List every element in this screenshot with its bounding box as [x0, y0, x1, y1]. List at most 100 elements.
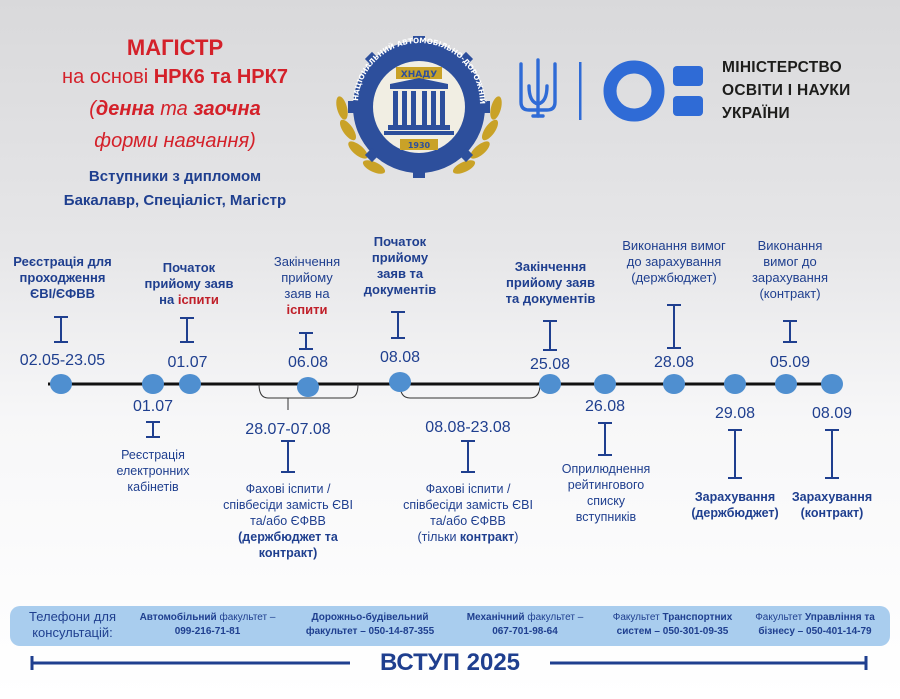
event-ranking-list: Оприлюднення рейтингового списку вступни…: [553, 461, 659, 525]
event-text: Закінчення: [273, 254, 341, 269]
event-text: вимог до: [763, 254, 817, 269]
event-text: прийому заяв: [506, 275, 595, 290]
header-and: та: [154, 98, 194, 120]
event-text-part: ): [514, 530, 519, 544]
event-text: Зарахування: [694, 490, 776, 504]
contact-transport-faculty[interactable]: Факультет Транспортних систем – 050-301-…: [600, 611, 745, 639]
event-exams-budget-contract: Фахові іспити / співбесіди замість ЄВІ т…: [213, 481, 363, 561]
event-text: та/або ЄФВВ: [430, 514, 506, 528]
event-text-part: (тільки: [417, 530, 460, 544]
event-end-exam-applications: Закінчення прийому заяв на іспити: [258, 254, 356, 318]
event-date: 06.08: [287, 354, 329, 371]
event-text: співбесіди замість ЄВІ: [403, 498, 533, 512]
event-text: рейтингового: [567, 478, 645, 492]
event-text: до зарахування: [626, 254, 722, 269]
event-text: проходження: [19, 270, 106, 285]
header-applicants: Вступники з дипломом: [88, 168, 262, 185]
event-text: співбесіди замість ЄВІ: [223, 498, 353, 512]
header-study-forms-2: форми навчання): [94, 130, 256, 152]
event-date: 02.05-23.05: [19, 352, 106, 369]
emblem-year: 1930: [408, 141, 431, 150]
timeline-dot: [663, 374, 685, 394]
header-diplomas: Бакалавр, Спеціаліст, Магістр: [63, 192, 287, 209]
campaign-title: ВСТУП 2025: [379, 649, 521, 676]
event-text: кабінетів: [127, 480, 179, 494]
ministry-name: МІНІСТЕРСТВО ОСВІТИ І НАУКИ УКРАЇНИ: [722, 56, 897, 125]
contact-faculty-bold: Транспортних: [662, 612, 733, 623]
timeline-dot: [142, 374, 164, 394]
event-text: (тільки контракт): [393, 529, 543, 545]
ministry-line2: ОСВІТИ І НАУКИ: [722, 82, 851, 99]
event-enrollment-contract: Зарахування (контракт): [782, 489, 882, 521]
event-date: 05.09: [769, 354, 811, 371]
event-text: прийому заяв: [144, 276, 234, 291]
contact-faculty: Факультет: [755, 612, 805, 623]
event-text: списку: [586, 494, 626, 508]
event-text: Виконання: [757, 238, 823, 253]
timeline-dot: [539, 374, 561, 394]
contacts-label: Телефони для консультацій:: [20, 609, 125, 641]
event-text: документів: [363, 282, 437, 297]
university-emblem: ХАРКІВСЬКИЙ НАЦІОНАЛЬНИЙ АВТОМОБІЛЬНО-ДО…: [328, 12, 502, 178]
event-date: 01.07: [167, 354, 208, 371]
timeline-dot: [724, 374, 746, 394]
contact-faculty: Дорожньо-будівельний: [311, 612, 429, 623]
emblem-abbr: ХНАДУ: [401, 70, 437, 80]
event-text: контракт): [258, 546, 318, 560]
contact-phone: факультет – 050-14-87-355: [305, 626, 435, 637]
event-end-documents: Закінчення прийому заяв та документів: [493, 259, 608, 307]
event-enrollment-budget: Зарахування (держбюджет): [675, 489, 795, 521]
event-text: Виконання вимог: [622, 238, 726, 253]
event-date: 08.09: [811, 405, 853, 422]
ministry-line3: УКРАЇНИ: [722, 105, 790, 122]
contact-auto-faculty[interactable]: Автомобільний факультет – 099-216-71-81: [125, 611, 290, 639]
header-basis-bold: НРК6 та НРК7: [153, 66, 288, 88]
event-text: Фахові іспити /: [245, 482, 331, 496]
event-text: Закінчення: [514, 259, 587, 274]
event-text: (держбюджет): [631, 270, 717, 285]
event-text-highlight: іспити: [286, 302, 328, 317]
contact-road-faculty[interactable]: Дорожньо-будівельний факультет – 050-14-…: [290, 611, 450, 639]
event-date: 26.08: [584, 398, 626, 415]
event-text-bold: контракт: [459, 530, 515, 544]
contacts-label-line: консультацій:: [32, 625, 113, 640]
contact-faculty: Факультет: [612, 612, 663, 623]
event-requirements-contract: Виконання вимог до зарахування (контракт…: [740, 238, 840, 302]
event-text: Початок: [373, 234, 427, 249]
event-start-exam-applications: Початок прийому заяв на іспити: [135, 260, 243, 308]
event-registration-cabinets: Реєстрація електронних кабінетів: [100, 447, 206, 495]
event-date: 08.08-23.08: [425, 419, 511, 436]
event-text: (держбюджет та: [238, 530, 338, 544]
contact-management-faculty[interactable]: Факультет Управління та бізнесу – 050-40…: [745, 611, 885, 639]
ministry-logo: [519, 58, 703, 122]
event-text: (контракт): [800, 506, 864, 520]
event-text: вступників: [575, 510, 637, 524]
event-requirements-budget: Виконання вимог до зарахування (держбюдж…: [612, 238, 736, 286]
event-text: Реєстрація для: [13, 254, 112, 269]
contacts-label-line: Телефони для: [28, 609, 116, 624]
event-text: заяв на: [284, 286, 330, 301]
contact-faculty-suffix: факультет –: [524, 612, 584, 623]
event-text: ЄВІ/ЄФВВ: [30, 286, 95, 301]
event-text: та документів: [505, 291, 596, 306]
event-date: 25.08: [529, 356, 571, 373]
event-text: на іспити: [135, 292, 243, 308]
event-exams-contract-only: Фахові іспити / співбесіди замість ЄВІ т…: [393, 481, 543, 545]
timeline-dot: [821, 374, 843, 394]
event-text: (держбюджет): [691, 506, 779, 520]
event-text: прийому: [371, 250, 429, 265]
contact-mechanical-faculty[interactable]: Механічний факультет – 067-701-98-64: [450, 611, 600, 639]
event-text: зарахування: [751, 270, 829, 285]
header-basis: на основі НРК6 та НРК7: [20, 66, 330, 89]
timeline-dot: [775, 374, 797, 394]
event-text-highlight: іспити: [177, 292, 219, 307]
timeline-dot: [179, 374, 201, 394]
event-text: Початок: [162, 260, 216, 275]
contact-faculty-suffix: факультет –: [216, 612, 276, 623]
event-text: Реєстрація: [121, 448, 185, 462]
timeline-dot: [594, 374, 616, 394]
event-text: заяв та: [376, 266, 424, 281]
contact-phone: систем – 050-301-09-35: [616, 626, 729, 637]
event-date: 28.07-07.08: [245, 421, 331, 438]
